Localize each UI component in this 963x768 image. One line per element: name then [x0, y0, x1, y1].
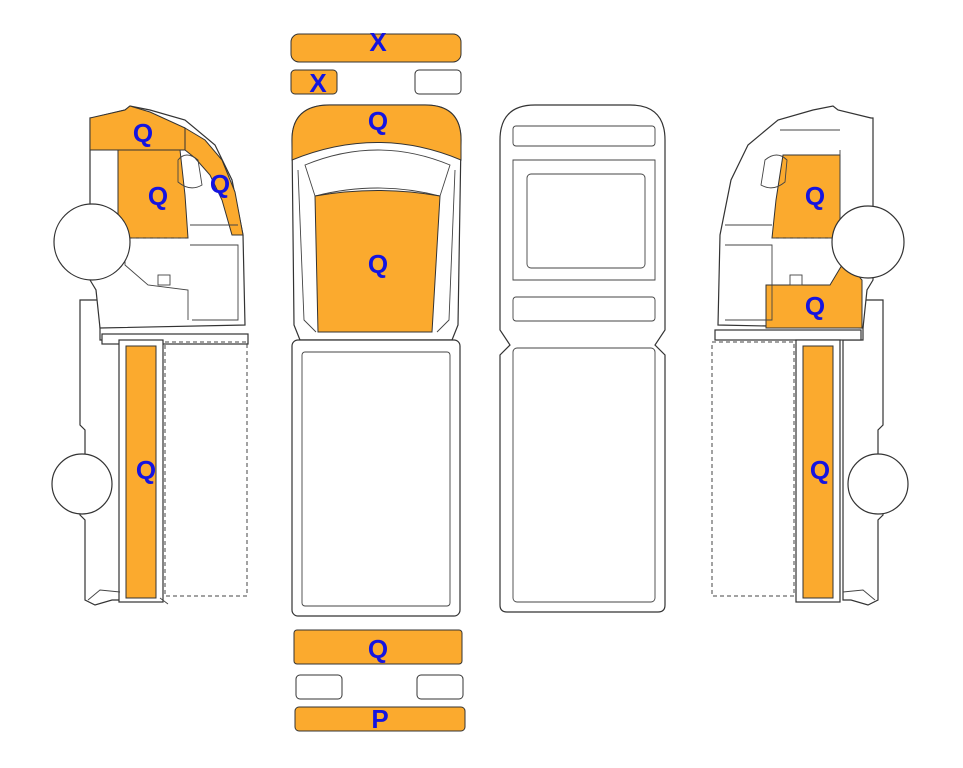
right-front-wheel — [831, 205, 905, 279]
left-door-lower — [190, 224, 239, 321]
plan-slot-top — [512, 125, 656, 147]
left-fender-label: Q — [210, 169, 230, 199]
top-hood — [291, 104, 462, 161]
right-side-panel — [802, 345, 834, 599]
right-door-lower — [725, 224, 773, 321]
left-box-frame — [101, 333, 249, 345]
right-side-panel-label: Q — [810, 455, 830, 485]
left-chassis — [79, 299, 121, 606]
top-bumper — [290, 33, 462, 63]
right-side-view: Q Q Q — [711, 105, 909, 606]
top-cab-side-right — [436, 169, 456, 333]
left-cargo-outline — [164, 341, 248, 597]
top-rear-step — [294, 706, 466, 732]
right-mudflap — [842, 589, 876, 601]
top-rear-bumper — [293, 629, 463, 665]
top-bumper-label: X — [369, 27, 387, 57]
plan-center-inner — [526, 173, 646, 269]
left-handle — [157, 274, 171, 286]
top-view: X X Q Q Q P — [290, 27, 466, 734]
right-lower-cab — [765, 259, 863, 329]
plan-outline — [499, 104, 666, 613]
top-left-light — [290, 69, 338, 95]
right-cab-window — [760, 154, 788, 189]
right-chassis — [842, 299, 884, 606]
left-rear-wheel — [51, 453, 113, 515]
plan-slot-mid — [512, 296, 656, 322]
top-windshield — [304, 149, 451, 197]
top-rear-step-label: P — [371, 704, 388, 734]
right-handle — [789, 274, 803, 286]
left-mudflap — [87, 589, 169, 605]
right-door-label: Q — [805, 181, 825, 211]
top-left-light-label: X — [309, 68, 327, 98]
left-side-panel-label: Q — [136, 455, 156, 485]
left-cab-window — [177, 154, 203, 189]
top-right-light — [414, 69, 462, 95]
left-side-view: Q Q Q Q — [51, 105, 249, 606]
plan-box-inner — [512, 347, 656, 603]
right-box-frame — [714, 329, 862, 341]
right-lower-cab-label: Q — [805, 291, 825, 321]
top-rear-light-left — [295, 674, 343, 700]
left-front-wheel — [53, 203, 131, 281]
left-side-panel — [125, 345, 157, 599]
left-cab-upper-label: Q — [133, 118, 153, 148]
top-roof — [314, 190, 441, 333]
top-box-inner — [301, 351, 451, 607]
top-box — [291, 339, 461, 617]
top-rear-bumper-label: Q — [368, 634, 388, 664]
plan-center-panel — [512, 159, 656, 281]
right-rear-wheel — [847, 453, 909, 515]
right-door — [771, 154, 841, 239]
left-cab-upper — [89, 105, 186, 151]
top-rear-light-right — [416, 674, 464, 700]
right-cargo-outline — [711, 341, 795, 597]
plan-view — [499, 104, 666, 613]
top-hood-label: Q — [368, 106, 388, 136]
top-roof-label: Q — [368, 249, 388, 279]
left-door-label: Q — [148, 181, 168, 211]
left-fender — [184, 127, 244, 236]
top-cab-side-left — [297, 169, 317, 333]
